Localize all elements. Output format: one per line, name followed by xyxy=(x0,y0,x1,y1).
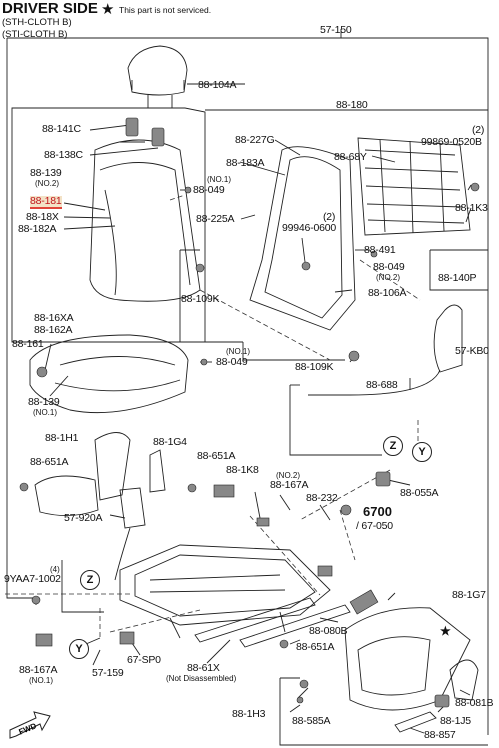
callout-88-1G7[interactable]: 88-1G7 xyxy=(452,589,486,601)
callout-88-1K3[interactable]: 88-1K3 xyxy=(455,202,488,214)
callout-88-106A[interactable]: 88-106A xyxy=(368,287,407,299)
callout-88-857[interactable]: 88-857 xyxy=(424,729,456,741)
qualifier-no1b: (NO.1) xyxy=(226,347,250,356)
qty-label-4: (4) xyxy=(50,565,60,574)
callout-88-1G4[interactable]: 88-1G4 xyxy=(153,436,187,448)
qualifier-no1a: (NO.1) xyxy=(207,175,231,184)
callout-88-651A-left[interactable]: 88-651A xyxy=(30,456,69,468)
callout-88-138C[interactable]: 88-138C xyxy=(44,149,83,161)
reference-circle-y-lower[interactable]: Y xyxy=(69,639,89,659)
callout-88-167A-no2[interactable]: 88-167A xyxy=(270,479,309,491)
callout-88-651A-lower[interactable]: 88-651A xyxy=(296,641,335,653)
not-disassembled-note: (Not Disassembled) xyxy=(166,674,237,683)
qualifier-no2c: (NO.2) xyxy=(276,471,300,480)
callout-88-081B[interactable]: 88-081B xyxy=(455,697,494,709)
callout-88-049-no1[interactable]: 88-049 xyxy=(193,184,225,196)
callout-88-585A[interactable]: 88-585A xyxy=(292,715,331,727)
callout-57-159[interactable]: 57-159 xyxy=(92,667,124,679)
callout-88-225A[interactable]: 88-225A xyxy=(196,213,235,225)
callout-88-049-no2[interactable]: 88-049 xyxy=(373,261,405,273)
callout-88-651A-mid[interactable]: 88-651A xyxy=(197,450,236,462)
callout-88-1H1[interactable]: 88-1H1 xyxy=(45,432,79,444)
not-serviced-notice: This part is not serviced. xyxy=(119,5,212,15)
reference-circle-y[interactable]: Y xyxy=(412,442,432,462)
callout-88-180[interactable]: 88-180 xyxy=(336,99,368,111)
callout-99946-0600[interactable]: 99946-0600 xyxy=(282,222,337,234)
not-serviced-star-marker: ★ xyxy=(440,624,451,638)
callout-67-050[interactable]: / 67-050 xyxy=(356,520,393,532)
qualifier-no2a: (NO.2) xyxy=(35,179,59,188)
callout-88-1H3[interactable]: 88-1H3 xyxy=(232,708,266,720)
page-title: DRIVER SIDE xyxy=(2,0,98,17)
reference-circle-z[interactable]: Z xyxy=(383,436,403,456)
qualifier-no2b: (NO.2) xyxy=(376,273,400,282)
not-serviced-star-icon: ★ xyxy=(101,1,115,18)
callout-88-049-no1-lower[interactable]: 88-049 xyxy=(216,356,248,368)
qualifier-no1d: (NO.1) xyxy=(29,676,53,685)
callout-57-KB0[interactable]: 57-KB0 xyxy=(455,345,489,357)
callout-88-68Y[interactable]: 88-68Y xyxy=(334,151,367,163)
variant-label-sth: (STH-CLOTH B) xyxy=(2,17,72,28)
forward-arrow-icon: FWD xyxy=(6,708,54,747)
callout-88-167A-no1[interactable]: 88-167A xyxy=(19,664,58,676)
callout-88-161[interactable]: 88-161 xyxy=(12,338,44,350)
callout-9YAA7-1002[interactable]: 9YAA7-1002 xyxy=(4,573,61,585)
callout-88-141C[interactable]: 88-141C xyxy=(42,123,81,135)
callout-88-055A[interactable]: 88-055A xyxy=(400,487,439,499)
callout-88-109K-lower[interactable]: 88-109K xyxy=(295,361,334,373)
callout-88-181-highlighted[interactable]: 88-181 xyxy=(30,195,62,209)
callout-88-109K-upper[interactable]: 88-109K xyxy=(181,293,220,305)
callout-88-140P[interactable]: 88-140P xyxy=(438,272,477,284)
callout-6700[interactable]: 6700 xyxy=(363,504,392,519)
qualifier-no1c: (NO.1) xyxy=(33,408,57,417)
variant-label-sti: (STI-CLOTH B) xyxy=(2,29,68,40)
callout-88-080B[interactable]: 88-080B xyxy=(309,625,348,637)
callout-88-232[interactable]: 88-232 xyxy=(306,492,338,504)
callout-88-183A[interactable]: 88-183A xyxy=(226,157,265,169)
callout-88-18X[interactable]: 88-18X xyxy=(26,211,59,223)
callout-88-16XA[interactable]: 88-16XA xyxy=(34,312,74,324)
callout-88-61X[interactable]: 88-61X xyxy=(187,662,220,674)
qty-label-2b: (2) xyxy=(323,211,336,223)
fwd-label: FWD xyxy=(17,721,37,736)
callout-88-227G[interactable]: 88-227G xyxy=(235,134,275,146)
callout-99869-0520B[interactable]: 99869-0520B xyxy=(421,136,482,148)
callout-88-139-no1[interactable]: 88-139 xyxy=(28,396,60,408)
callout-57-920A[interactable]: 57-920A xyxy=(64,512,103,524)
callout-67-SP0[interactable]: 67-SP0 xyxy=(127,654,161,666)
callout-88-104A[interactable]: 88-104A xyxy=(198,79,237,91)
callout-88-688[interactable]: 88-688 xyxy=(366,379,398,391)
callout-88-182A[interactable]: 88-182A xyxy=(18,223,57,235)
callout-57-150[interactable]: 57-150 xyxy=(320,24,352,36)
qty-label-2a: (2) xyxy=(472,124,485,136)
reference-circle-z-lower[interactable]: Z xyxy=(80,570,100,590)
callout-88-139-no2[interactable]: 88-139 xyxy=(30,167,62,179)
callout-88-1J5[interactable]: 88-1J5 xyxy=(440,715,471,727)
callout-88-1K8[interactable]: 88-1K8 xyxy=(226,464,259,476)
callout-88-162A[interactable]: 88-162A xyxy=(34,324,73,336)
callout-88-491[interactable]: 88-491 xyxy=(364,244,396,256)
